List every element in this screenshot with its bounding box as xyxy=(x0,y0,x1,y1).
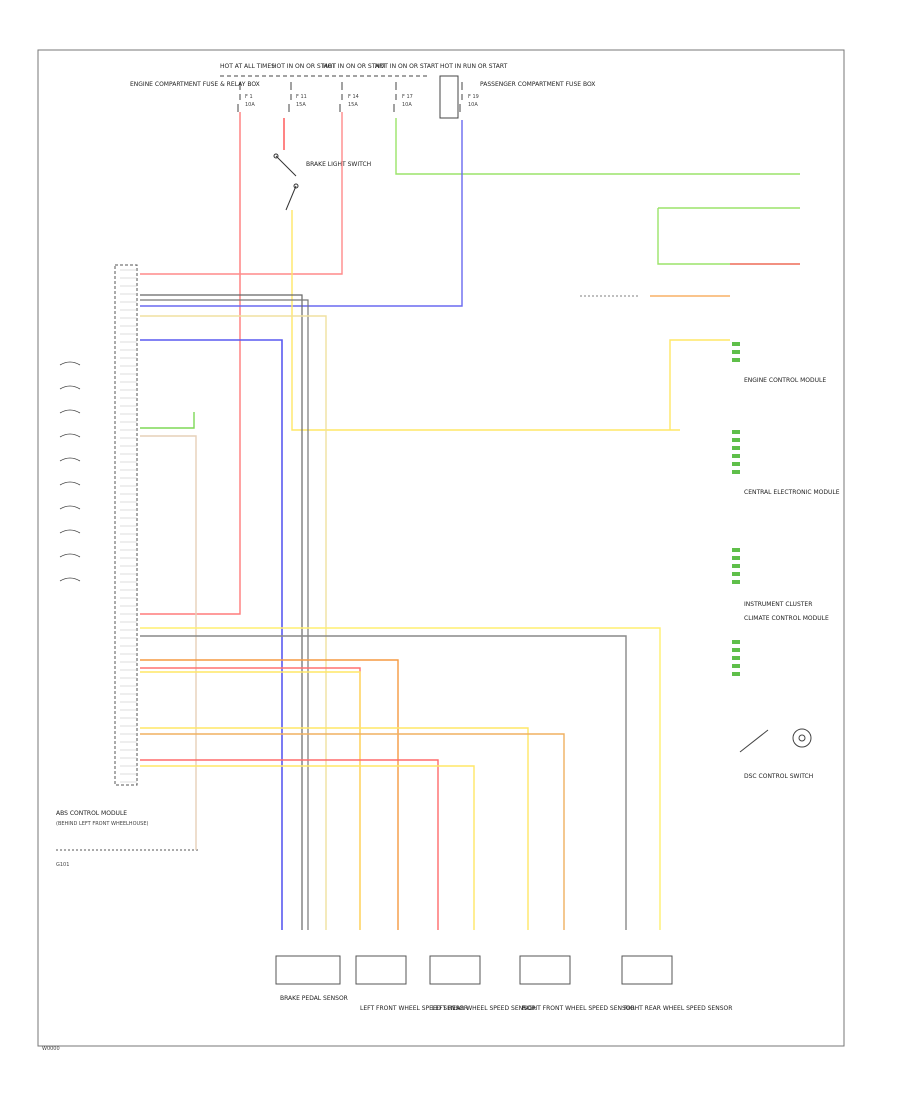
upper-left-box-label: ENGINE COMPARTMENT FUSE & RELAY BOX xyxy=(130,81,260,88)
legend-icon xyxy=(59,409,81,414)
left-legend xyxy=(59,361,81,582)
module-pin xyxy=(732,350,740,354)
module-pin xyxy=(732,564,740,568)
fuse-label-1: HOT AT ALL TIMES xyxy=(220,63,275,70)
right-module-1: ENGINE CONTROL MODULE xyxy=(744,377,826,384)
module-pin xyxy=(732,656,740,660)
diagram-frame xyxy=(37,49,845,1047)
fuse-id-2: F 11 xyxy=(296,94,307,100)
legend-icon xyxy=(59,577,81,582)
right-module-pins xyxy=(732,342,740,676)
ground-label: G101 xyxy=(56,862,69,868)
legend-icon xyxy=(59,505,81,510)
wires xyxy=(140,112,800,930)
module-pin xyxy=(732,454,740,458)
module-pin xyxy=(732,470,740,474)
control-module-label: ABS CONTROL MODULE xyxy=(56,810,127,817)
right-module-5: DSC CONTROL SWITCH xyxy=(744,773,813,780)
wheel-sensor-lr: LEFT REAR WHEEL SPEED SENSOR xyxy=(432,1005,536,1012)
legend-icon xyxy=(59,481,81,486)
module-pin xyxy=(732,358,740,362)
control-module-location: (BEHIND LEFT FRONT WHEELHOUSE) xyxy=(56,821,148,827)
module-pin xyxy=(732,438,740,442)
brake-switch-symbol xyxy=(273,153,299,211)
abs-connector xyxy=(114,264,138,786)
wheel-sensor-lf: LEFT FRONT WHEEL SPEED SENSOR xyxy=(360,1005,468,1012)
module-pin xyxy=(732,556,740,560)
connector-pins xyxy=(120,269,137,783)
module-pin xyxy=(732,580,740,584)
module-pin xyxy=(732,664,740,668)
upper-right-box-label: PASSENGER COMPARTMENT FUSE BOX xyxy=(480,81,595,88)
legend-icon xyxy=(59,361,81,366)
fuse-amp-5: 10A xyxy=(468,102,478,108)
module-pin xyxy=(732,548,740,552)
fuse-label-3: HOT IN ON OR START xyxy=(323,63,387,70)
module-pin xyxy=(732,648,740,652)
fuse-amp-1: 10A xyxy=(245,102,255,108)
fuse-label-5: HOT IN RUN OR START xyxy=(440,63,508,70)
module-pin xyxy=(732,672,740,676)
wheel-sensor-rf: RIGHT FRONT WHEEL SPEED SENSOR xyxy=(522,1005,635,1012)
fuse-id-4: F 17 xyxy=(402,94,413,100)
fuse-amp-3: 15A xyxy=(348,102,358,108)
module-pin xyxy=(732,446,740,450)
footer-code: W0000 xyxy=(42,1046,60,1052)
module-pin xyxy=(732,342,740,346)
fuse-id-3: F 14 xyxy=(348,94,359,100)
legend-icon xyxy=(59,433,81,438)
fuse-id-5: F 19 xyxy=(468,94,479,100)
legend-icon xyxy=(59,553,81,558)
right-module-3: INSTRUMENT CLUSTER xyxy=(744,601,812,608)
legend-icon xyxy=(59,529,81,534)
module-pin xyxy=(732,462,740,466)
module-pin xyxy=(732,430,740,434)
legend-icon xyxy=(59,457,81,462)
fuse-id-1: F 1 xyxy=(245,94,253,100)
legend-icon xyxy=(59,385,81,390)
fuse-amp-2: 15A xyxy=(296,102,306,108)
dsc-switch-symbol xyxy=(739,728,812,753)
fuse-amp-4: 10A xyxy=(402,102,412,108)
pedal-sensor-label: BRAKE PEDAL SENSOR xyxy=(280,995,348,1002)
fuse-block: HOT AT ALL TIMES HOT IN ON OR START HOT … xyxy=(220,63,508,119)
module-pin xyxy=(732,572,740,576)
right-module-4: CLIMATE CONTROL MODULE xyxy=(744,615,829,622)
wheel-sensor-rr: RIGHT REAR WHEEL SPEED SENSOR xyxy=(624,1005,732,1012)
sensor-boxes xyxy=(275,955,673,985)
brake-switch-label: BRAKE LIGHT SWITCH xyxy=(306,161,371,168)
fuse-label-2: HOT IN ON OR START xyxy=(272,63,336,70)
fuse-label-4: HOT IN ON OR START xyxy=(375,63,439,70)
right-module-2: CENTRAL ELECTRONIC MODULE xyxy=(744,489,840,496)
module-pin xyxy=(732,640,740,644)
